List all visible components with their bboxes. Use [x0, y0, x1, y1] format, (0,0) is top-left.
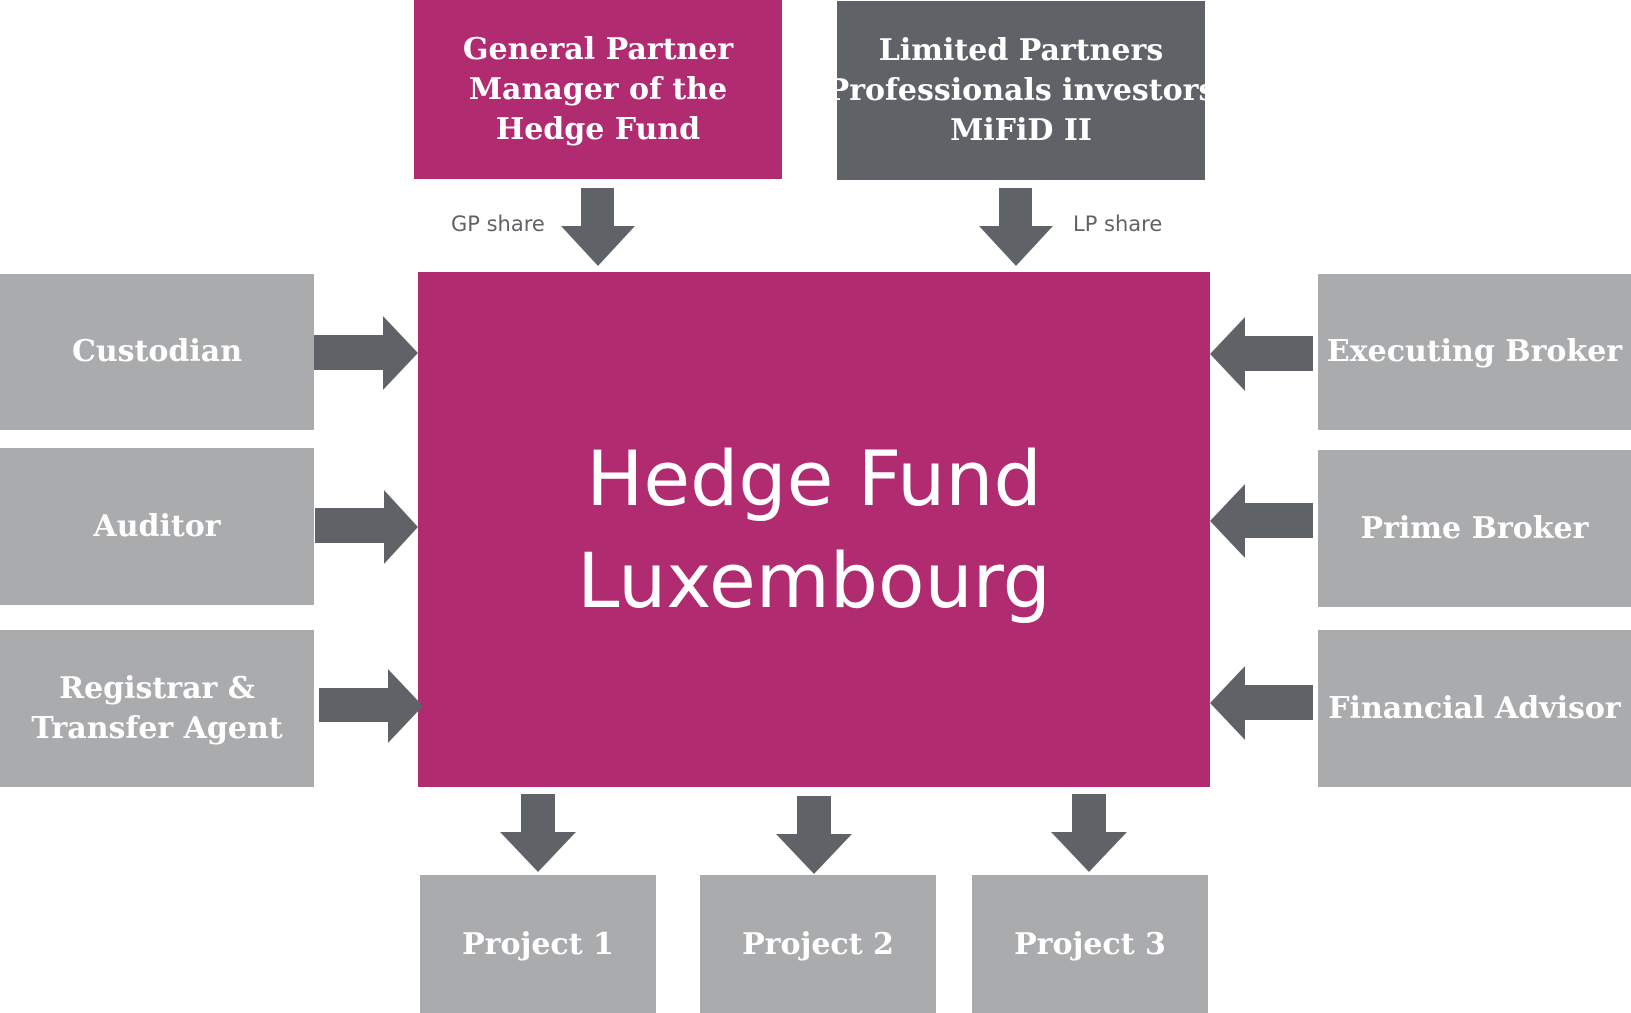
executing-broker-label: Executing Broker	[1326, 334, 1623, 369]
registrar-label-line-2: Transfer Agent	[31, 710, 283, 746]
custodian-arrow	[314, 316, 418, 390]
executing-broker-box: Executing Broker	[1318, 274, 1631, 430]
project-1-box: Project 1	[420, 875, 656, 1013]
registrar-transfer-agent-box: Registrar & Transfer Agent	[0, 630, 314, 787]
auditor-label: Auditor	[93, 508, 221, 544]
hedge-fund-box: Hedge Fund Luxembourg	[418, 272, 1210, 787]
custodian-label: Custodian	[71, 334, 243, 369]
project-3-box: Project 3	[972, 875, 1208, 1013]
project-1-label: Project 1	[462, 926, 614, 962]
gp-share-label: GP share	[451, 212, 545, 236]
project-1-arrow	[500, 794, 576, 872]
financial-advisor-label: Financial Advisor	[1328, 690, 1621, 726]
limited-partners-box: Limited Partners Professionals investors…	[827, 1, 1215, 180]
executing-broker-arrow	[1210, 317, 1313, 391]
general-partner-line-1: General Partner	[462, 31, 734, 67]
registrar-label-line-1: Registrar &	[59, 670, 255, 706]
registrar-arrow	[319, 669, 423, 743]
limited-partners-line-2: Professionals investors	[826, 72, 1216, 108]
limited-partners-line-3: MiFiD II	[950, 112, 1092, 148]
project-3-arrow	[1051, 794, 1127, 872]
hedge-fund-title-line-1: Hedge Fund	[586, 433, 1042, 523]
project-2-arrow	[776, 796, 852, 874]
hedge-fund-title-line-2: Luxembourg	[577, 535, 1051, 625]
lp-share-label: LP share	[1073, 212, 1163, 236]
general-partner-box: General Partner Manager of the Hedge Fun…	[414, 0, 782, 179]
project-2-box: Project 2	[700, 875, 936, 1013]
auditor-arrow	[315, 490, 418, 564]
custodian-box: Custodian	[0, 274, 314, 430]
project-2-label: Project 2	[742, 926, 894, 962]
prime-broker-label: Prime Broker	[1360, 510, 1589, 546]
lp-share-arrow	[979, 188, 1053, 266]
project-3-label: Project 3	[1014, 926, 1166, 962]
auditor-box: Auditor	[0, 448, 314, 605]
general-partner-line-2: Manager of the	[468, 71, 728, 107]
limited-partners-line-1: Limited Partners	[878, 32, 1164, 68]
financial-advisor-arrow	[1210, 666, 1313, 740]
prime-broker-arrow	[1210, 484, 1313, 558]
financial-advisor-box: Financial Advisor	[1318, 630, 1631, 787]
gp-share-arrow	[561, 188, 635, 266]
prime-broker-box: Prime Broker	[1318, 450, 1631, 607]
general-partner-line-3: Hedge Fund	[495, 111, 701, 147]
